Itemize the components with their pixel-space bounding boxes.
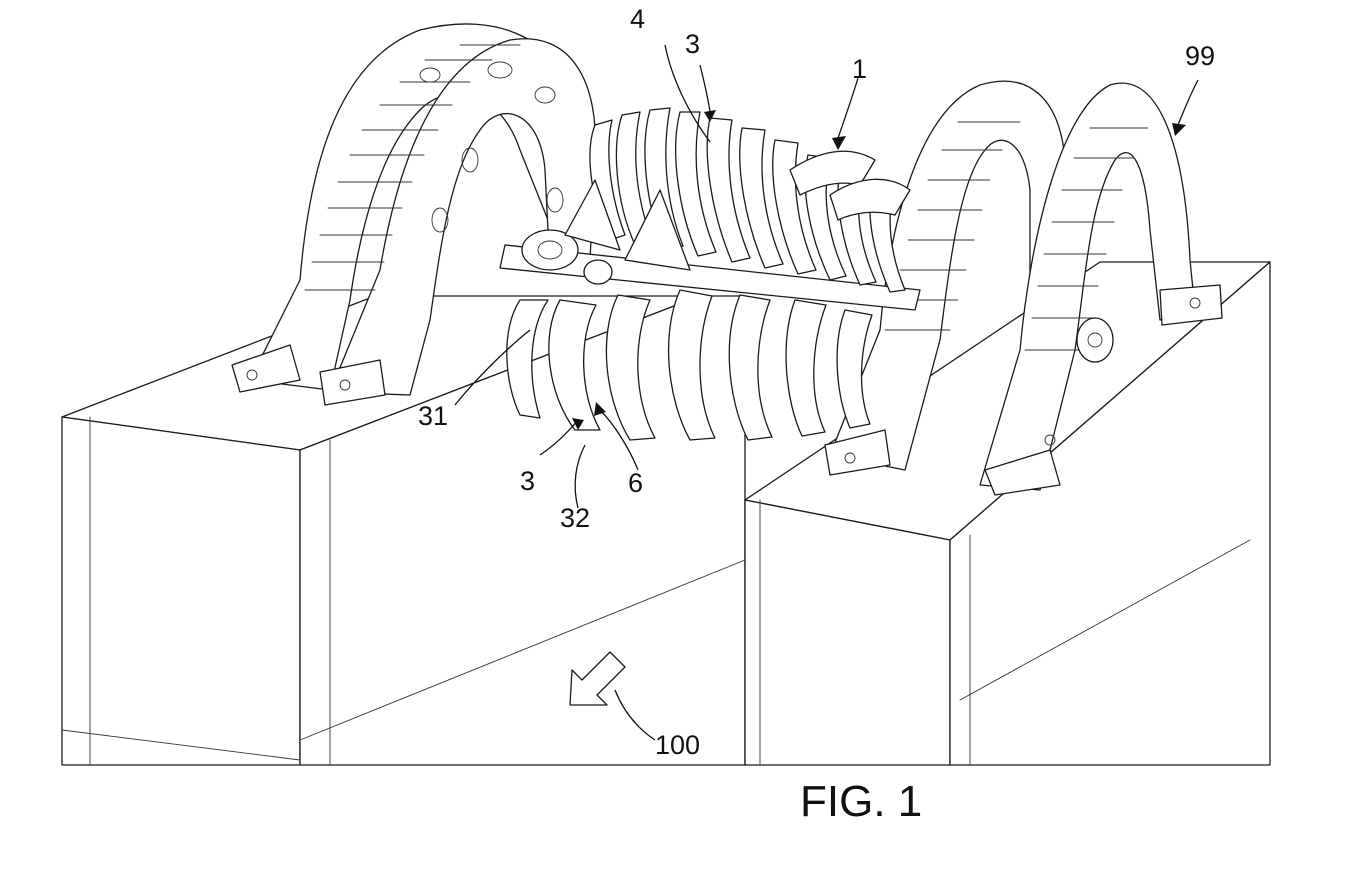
label-4: 4 — [630, 4, 645, 34]
label-3-top: 3 — [685, 29, 700, 59]
label-6: 6 — [628, 468, 643, 498]
label-31: 31 — [418, 401, 448, 431]
figure-caption: FIG. 1 — [800, 777, 922, 826]
label-100: 100 — [655, 730, 700, 760]
label-3-bottom: 3 — [520, 466, 535, 496]
label-1: 1 — [852, 54, 867, 84]
right-base-block — [745, 262, 1270, 765]
label-99: 99 — [1185, 41, 1215, 71]
label-32: 32 — [560, 503, 590, 533]
